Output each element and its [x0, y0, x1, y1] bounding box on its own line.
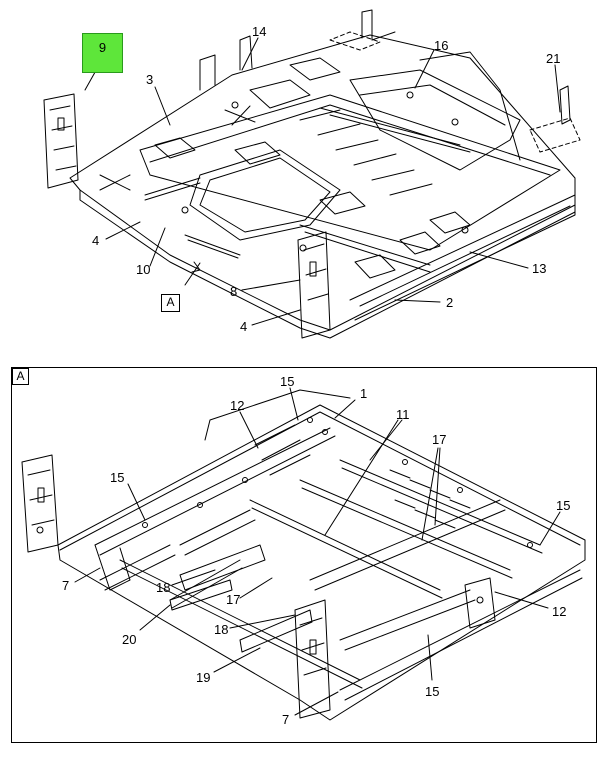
callout-2: 2 — [446, 295, 453, 310]
underframe-assembly — [21, 389, 586, 721]
callout-17: 17 — [432, 432, 446, 447]
callout-18: 18 — [156, 580, 170, 595]
callout-16: 16 — [434, 38, 448, 53]
callout-21: 21 — [546, 51, 560, 66]
callout-12b: 12 — [552, 604, 566, 619]
detail-view-leaders — [74, 387, 561, 716]
callout-15: 15 — [280, 374, 294, 389]
callout-10: 10 — [136, 262, 150, 277]
callout-14: 14 — [252, 24, 266, 39]
callout-18b: 18 — [214, 622, 228, 637]
callout-12: 12 — [230, 398, 244, 413]
callout-7: 7 — [62, 578, 69, 593]
highlighted-part-box[interactable] — [82, 33, 123, 73]
floor-panel-assembly — [43, 9, 581, 339]
callout-17b: 17 — [226, 592, 240, 607]
detail-view-callouts: 15 1 12 11 17 15 15 7 18 17 12 20 18 19 … — [62, 374, 570, 727]
callout-4: 4 — [92, 233, 99, 248]
callout-8: 8 — [230, 284, 237, 299]
callout-15b: 15 — [110, 470, 124, 485]
callout-7b: 7 — [282, 712, 289, 727]
callout-11: 11 — [396, 407, 410, 422]
callout-3: 3 — [146, 72, 153, 87]
callout-20: 20 — [122, 632, 136, 647]
detail-view-frame — [11, 367, 597, 743]
top-view-leaders — [84, 37, 561, 326]
view-reference-tag: A — [161, 294, 180, 312]
callout-19: 19 — [196, 670, 210, 685]
callout-4b: 4 — [240, 319, 247, 334]
detail-view-label: A — [12, 368, 29, 385]
callout-15c: 15 — [556, 498, 570, 513]
highlighted-part-number[interactable]: 9 — [98, 40, 107, 55]
callout-1: 1 — [360, 386, 367, 401]
callout-13: 13 — [532, 261, 546, 276]
callout-15d: 15 — [425, 684, 439, 699]
top-view-callouts: 14 16 3 21 4 10 8 13 2 4 — [92, 24, 560, 334]
